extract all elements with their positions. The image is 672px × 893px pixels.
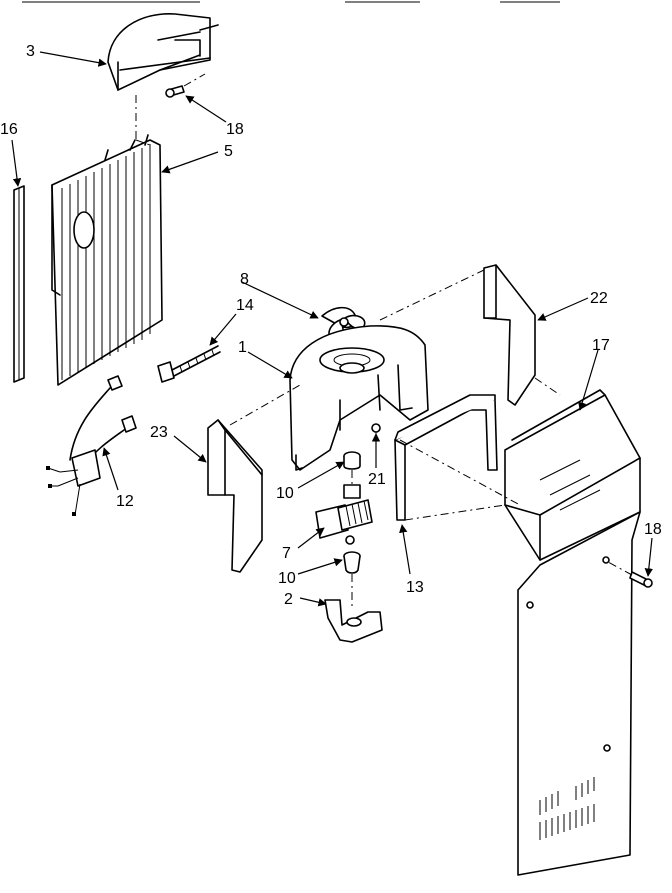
part-10-bushing-lower xyxy=(343,551,361,610)
callout-8: 8 xyxy=(240,271,249,288)
callout-1: 1 xyxy=(238,339,247,356)
callout-labels: 3 18 16 5 8 14 1 23 10 21 12 7 10 2 13 2… xyxy=(0,43,662,608)
callout-10-upper: 10 xyxy=(276,485,294,502)
leader-lines xyxy=(11,51,653,607)
part-18-screw-upper xyxy=(165,73,206,98)
part-2-bracket xyxy=(324,599,383,643)
callout-22: 22 xyxy=(590,290,608,307)
callout-5: 5 xyxy=(224,143,233,160)
part-3-cover xyxy=(107,13,219,140)
part-12-harness xyxy=(46,375,137,516)
part-16-strip xyxy=(13,185,25,383)
callout-17: 17 xyxy=(592,337,610,354)
part-23-side-panel xyxy=(207,419,263,573)
callout-2: 2 xyxy=(284,591,293,608)
assembly-phantom-lines xyxy=(135,139,561,521)
part-22-side-panel xyxy=(483,264,536,406)
part-14-bolt xyxy=(157,345,221,383)
callout-23: 23 xyxy=(150,424,168,441)
callout-13: 13 xyxy=(406,579,424,596)
callout-16: 16 xyxy=(0,121,18,138)
part-7-motor xyxy=(315,470,373,545)
part-13-channel xyxy=(394,394,498,521)
callout-3: 3 xyxy=(26,43,35,60)
callout-18-upper: 18 xyxy=(226,121,244,138)
callout-7: 7 xyxy=(282,545,291,562)
part-1-housing xyxy=(289,325,429,471)
callout-14: 14 xyxy=(236,297,254,314)
part-17-rear-panel xyxy=(504,389,641,876)
callout-18-lower: 18 xyxy=(644,521,662,538)
callout-10-lower: 10 xyxy=(278,570,296,587)
callout-21: 21 xyxy=(368,471,386,488)
callout-12: 12 xyxy=(116,493,134,510)
part-18-screw-lower xyxy=(607,561,653,588)
part-5-panel xyxy=(51,134,163,386)
part-10-bushing-upper xyxy=(343,451,361,470)
